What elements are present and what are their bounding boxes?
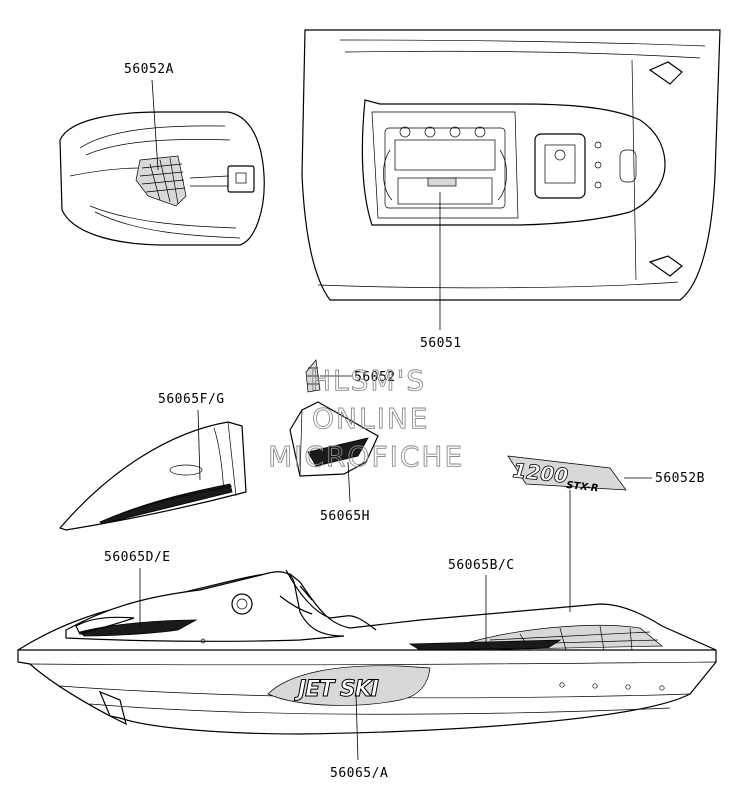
label-56065H: 56065H xyxy=(320,509,370,524)
label-56065A: 56065/A xyxy=(330,766,388,781)
watermark-line-1: HLSM'S xyxy=(310,364,426,397)
leader-56065A xyxy=(355,693,359,761)
label-56052: 56052 xyxy=(354,370,396,385)
engine-block xyxy=(383,126,507,209)
decal-jetski-shape: JET SKI xyxy=(267,665,431,706)
battery-compartment xyxy=(534,133,637,199)
label-56065DE: 56065D/E xyxy=(104,550,171,565)
cowl-panel-left xyxy=(58,421,247,531)
label-56052A: 56052A xyxy=(124,62,174,77)
hood-view xyxy=(59,111,265,246)
label-56052B: 56052B xyxy=(655,471,705,486)
side-panel-h xyxy=(289,401,379,477)
watermark-line-2: ONLINE xyxy=(312,402,429,435)
badge-model-sub-text: STX-R xyxy=(566,480,599,494)
leader-56065H xyxy=(347,461,351,503)
leader-56052A xyxy=(151,79,159,171)
label-56065FG: 56065F/G xyxy=(158,392,225,407)
deck-view xyxy=(301,29,721,301)
watermark: HLSM'S ONLINE MICROFICHE xyxy=(268,364,464,474)
badge-model-text: 1200 xyxy=(511,458,569,488)
decal-56052-shape xyxy=(305,359,321,393)
leader-56065FG xyxy=(197,409,201,481)
watercraft-profile: JET SKI xyxy=(17,569,717,735)
decal-56052A-shape xyxy=(135,155,187,207)
watermark-line-3: MICROFICHE xyxy=(268,440,464,473)
decal-jetski-text: JET SKI xyxy=(294,677,379,702)
decal-56052B-shape: 1200 STX-R xyxy=(507,455,627,494)
label-56065BC: 56065B/C xyxy=(448,558,515,573)
label-56051: 56051 xyxy=(420,336,462,351)
